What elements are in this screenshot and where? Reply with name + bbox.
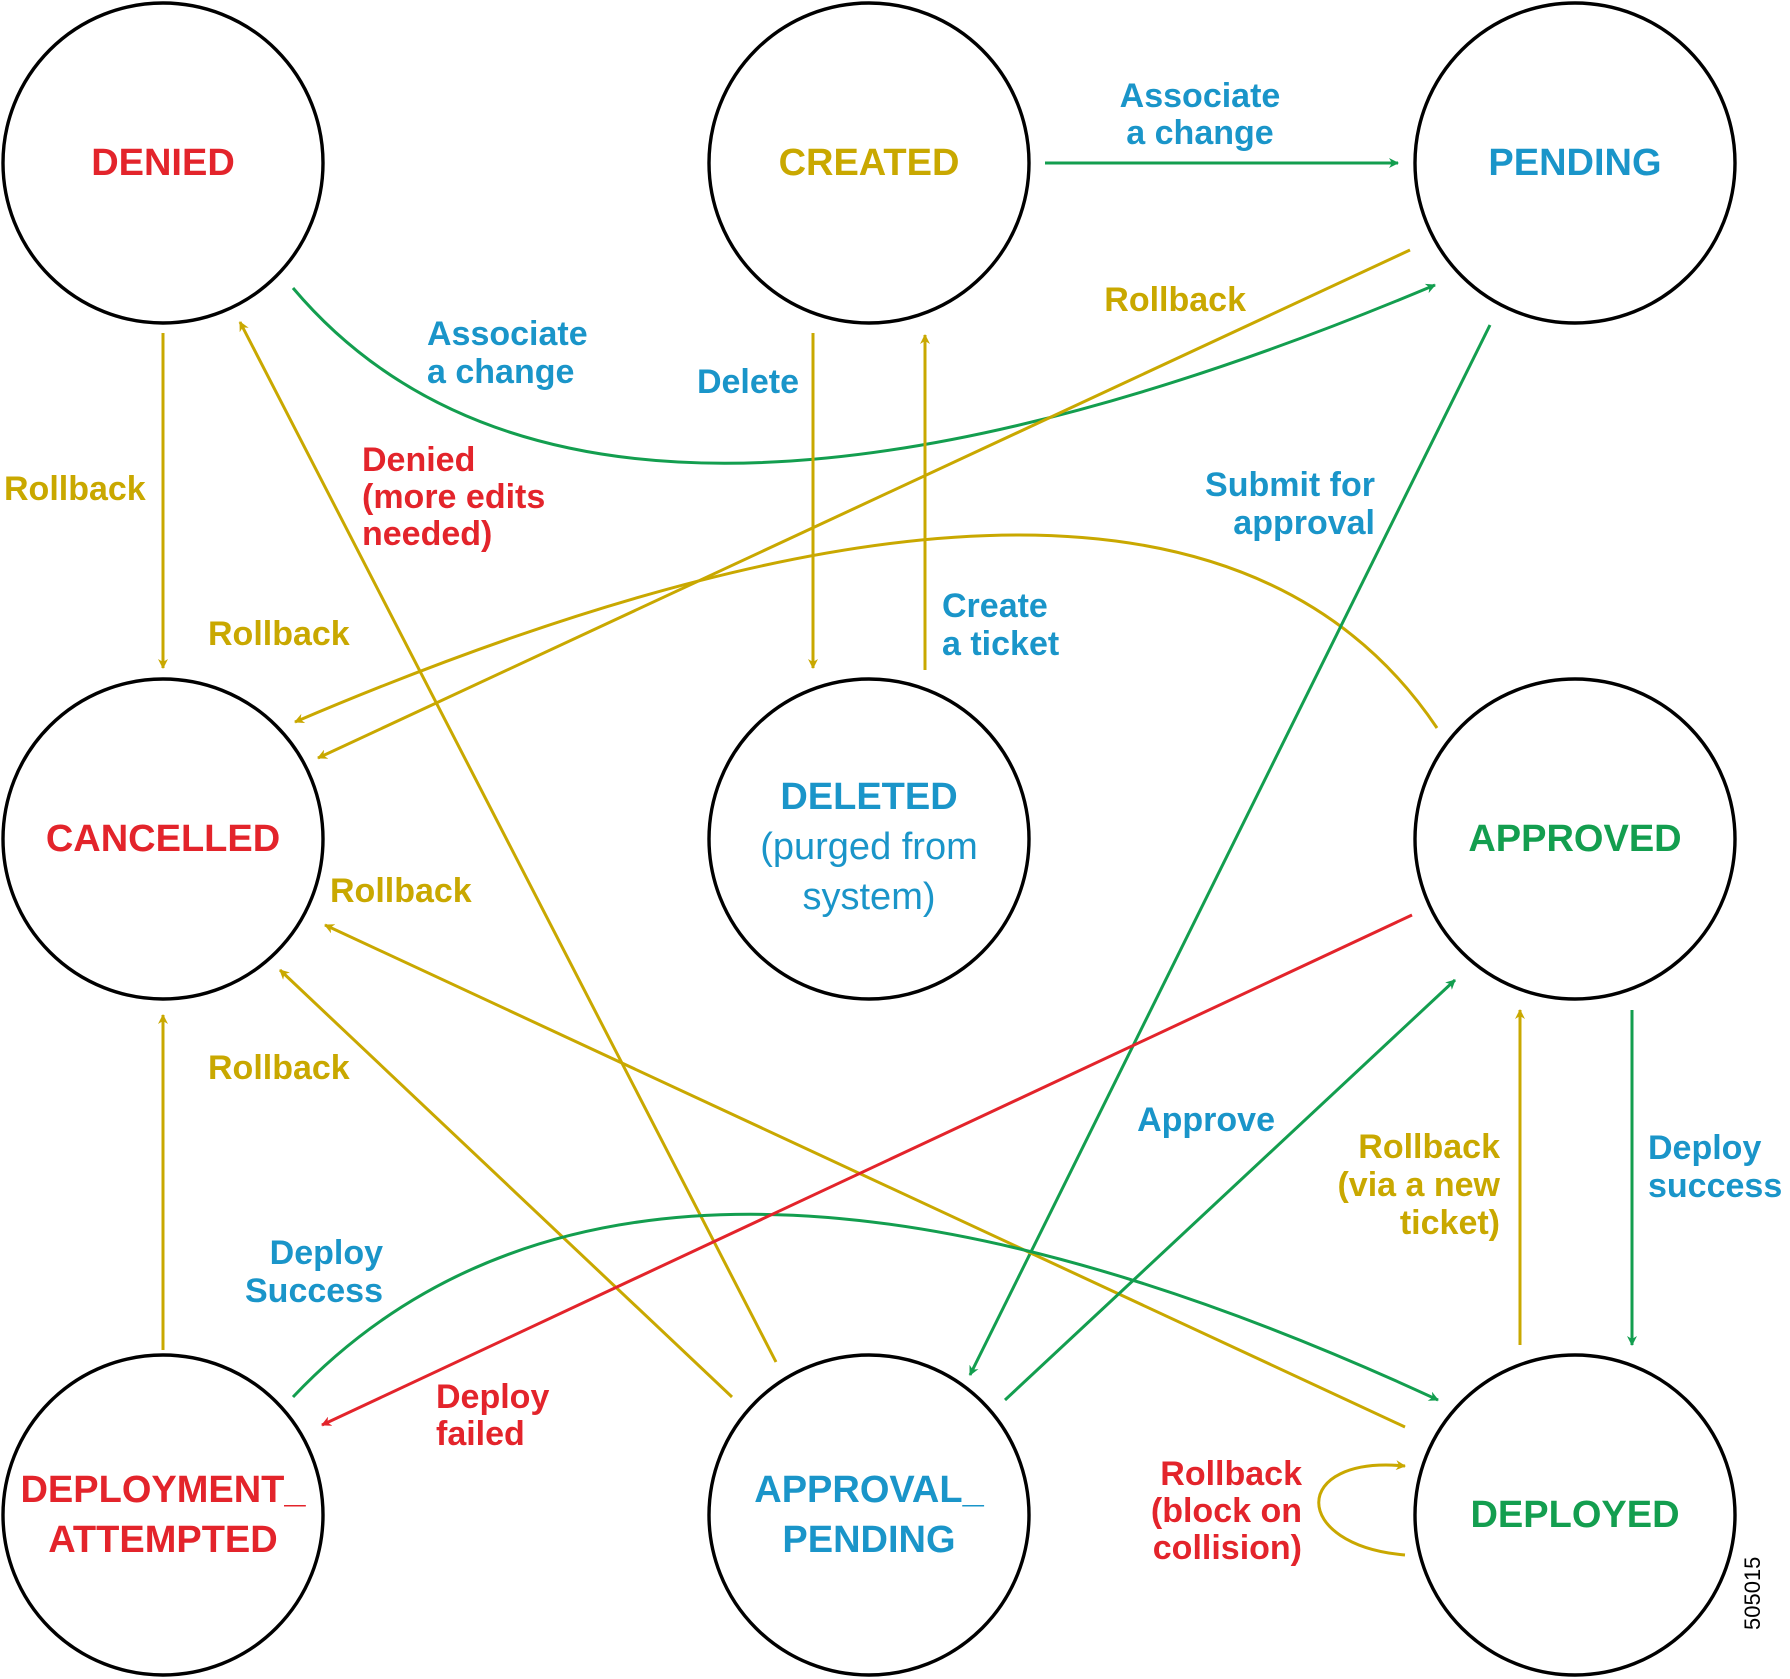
label-pending-approval-pending-line2: approval: [1233, 504, 1375, 542]
state-approval-pending-line2: PENDING: [782, 1519, 955, 1561]
edge-deployed-self-loop: [1317, 1460, 1406, 1557]
state-pending: PENDING: [1413, 1, 1737, 325]
edge-approval-pending-to-approved: [1003, 978, 1457, 1402]
state-denied: DENIED: [1, 1, 325, 325]
label-created-pending-line1: Associate: [1120, 77, 1281, 115]
label-approval-pending-denied-line2: (more edits: [362, 478, 545, 516]
state-cancelled-label: CANCELLED: [46, 818, 280, 860]
edges: [158, 158, 1637, 1557]
label-deployed-approved-line1: Rollback: [1358, 1128, 1500, 1166]
label-denied-pending-line1: Associate: [427, 315, 588, 353]
state-deployment-attempted: DEPLOYMENT_ ATTEMPTED: [1, 1353, 325, 1677]
state-deleted-label: DELETED: [780, 776, 957, 818]
figure-id: 505015: [1740, 1557, 1765, 1630]
state-approved: APPROVED: [1413, 677, 1737, 1001]
state-deleted: DELETED (purged from system): [707, 677, 1031, 1001]
edge-deployment-attempted-to-deployed: [291, 1212, 1439, 1402]
edge-approval-pending-to-denied: [238, 321, 778, 1363]
label-pending-cancelled: Rollback: [1104, 281, 1246, 319]
label-approved-deployment-attempted-line1: Deploy: [436, 1378, 549, 1416]
edge-pending-to-cancelled: [317, 248, 1411, 760]
edge-deployed-to-cancelled: [324, 923, 1406, 1429]
label-deployed-self-line3: collision): [1153, 1529, 1302, 1567]
edge-labels: Associate a change Associate a change Ro…: [4, 77, 1782, 1567]
label-denied-pending-line2: a change: [427, 353, 574, 391]
label-deployed-approved-line2: (via a new: [1337, 1166, 1500, 1204]
label-denied-cancelled: Rollback: [4, 470, 146, 508]
label-created-deleted: Delete: [697, 363, 799, 401]
state-approval-pending: APPROVAL_ PENDING: [707, 1353, 1031, 1677]
label-approved-deployment-attempted-line2: failed: [436, 1415, 525, 1453]
state-deployed: DEPLOYED: [1413, 1353, 1737, 1677]
label-approved-deployed-line2: success: [1648, 1167, 1782, 1205]
state-approval-pending-line1: APPROVAL_: [754, 1469, 984, 1511]
state-deployment-attempted-line1: DEPLOYMENT_: [20, 1469, 306, 1511]
label-approved-deployed-line1: Deploy: [1648, 1129, 1761, 1167]
label-deleted-created-line2: a ticket: [942, 625, 1059, 663]
edge-denied-to-pending: [291, 283, 1436, 465]
label-created-pending-line2: a change: [1126, 114, 1273, 152]
label-approval-pending-approved: Approve: [1137, 1101, 1275, 1139]
state-created-label: CREATED: [779, 142, 960, 184]
state-pending-label: PENDING: [1488, 142, 1661, 184]
state-created: CREATED: [707, 1, 1031, 325]
state-cancelled: CANCELLED: [1, 677, 325, 1001]
label-deployment-attempted-deployed-line2: Success: [245, 1272, 383, 1310]
state-deleted-sub1: (purged from: [760, 826, 978, 868]
label-approval-pending-denied-line3: needed): [362, 515, 492, 553]
state-approved-label: APPROVED: [1468, 818, 1681, 860]
state-deleted-sub2: system): [803, 876, 936, 918]
label-deployed-self-line1: Rollback: [1160, 1455, 1302, 1493]
edge-approved-to-cancelled: [294, 533, 1439, 729]
label-deployment-attempted-deployed-line1: Deploy: [270, 1234, 383, 1272]
state-deployment-attempted-line2: ATTEMPTED: [48, 1519, 277, 1561]
edge-approval-pending-to-cancelled: [278, 968, 734, 1399]
label-deleted-created-line1: Create: [942, 587, 1048, 625]
edge-pending-to-approval-pending: [968, 324, 1492, 1376]
state-denied-label: DENIED: [91, 142, 235, 184]
label-pending-approval-pending-line1: Submit for: [1205, 466, 1375, 504]
edge-approved-to-deployment-attempted: [321, 913, 1413, 1427]
label-deployed-approved-line3: ticket): [1400, 1204, 1500, 1242]
label-deployed-self-line2: (block on: [1151, 1492, 1302, 1530]
label-approval-pending-cancelled: Rollback: [208, 1049, 350, 1087]
label-approved-cancelled: Rollback: [208, 615, 350, 653]
state-deployed-label: DEPLOYED: [1470, 1494, 1679, 1536]
label-approval-pending-denied-line1: Denied: [362, 441, 475, 479]
label-deployed-cancelled: Rollback: [330, 872, 472, 910]
